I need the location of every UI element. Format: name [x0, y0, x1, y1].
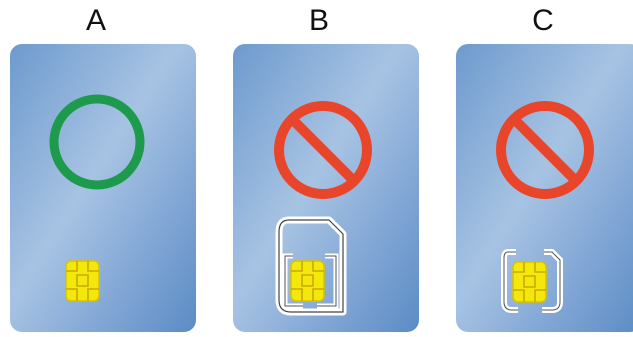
card-background [456, 44, 633, 332]
chip-icon [290, 260, 325, 302]
panel-label-a: A [85, 4, 106, 37]
card-background [233, 44, 419, 332]
prohibited-sign-icon [496, 101, 594, 199]
chip-icon [512, 261, 547, 303]
panel-label-b: B [308, 4, 329, 37]
small-sim-adapter-outline [501, 249, 563, 313]
panel-label-c: C [532, 4, 554, 37]
chip-icon [65, 260, 100, 302]
allowed-circle-icon [49, 94, 145, 190]
card-c [456, 44, 633, 332]
prohibited-sign-icon [274, 101, 372, 199]
large-sim-adapter-outline [275, 216, 347, 316]
card-b [233, 44, 419, 332]
card-a [10, 44, 196, 332]
